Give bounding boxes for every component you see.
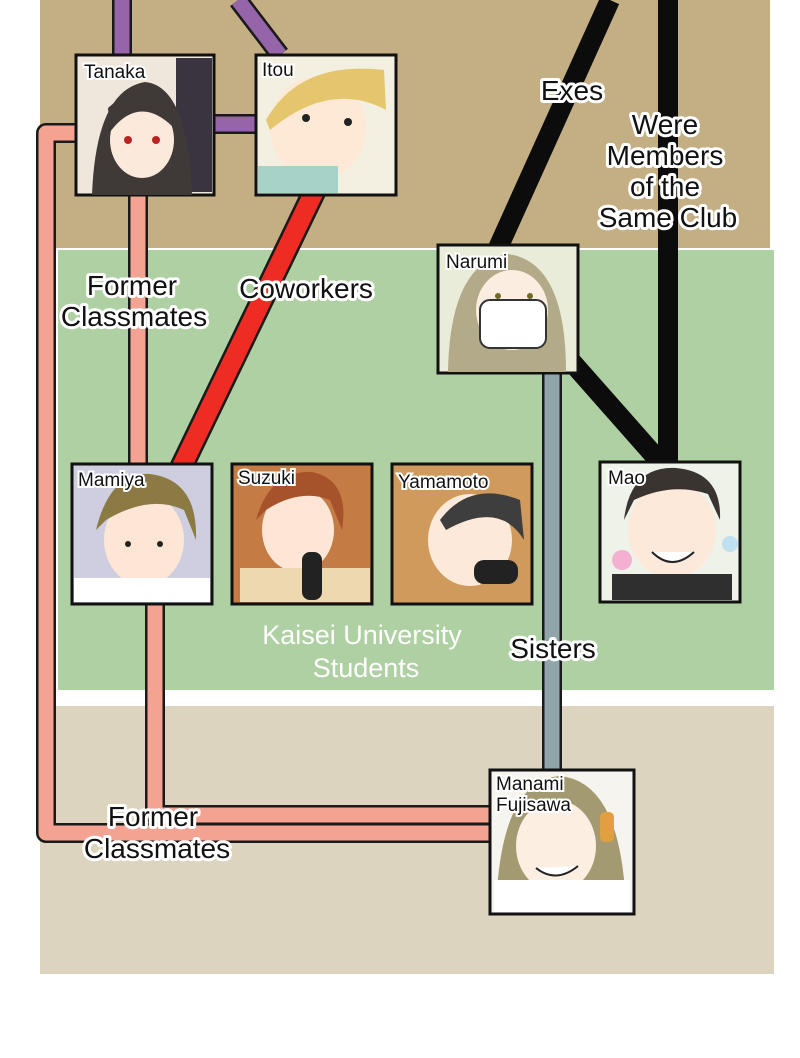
name-mamiya: Mamiya bbox=[78, 470, 145, 491]
name-suzuki: Suzuki bbox=[238, 468, 295, 489]
portrait-manami-fujisawa bbox=[488, 768, 636, 916]
name-manami-line2: Fujisawa bbox=[496, 795, 571, 816]
label-coworkers: Coworkers bbox=[239, 273, 373, 304]
coworkers-link bbox=[171, 185, 324, 475]
white-gap bbox=[40, 690, 774, 706]
portrait-tanaka bbox=[74, 53, 216, 197]
label-kaisei-2: Students bbox=[313, 653, 420, 683]
label-same-club-4: Same Club bbox=[599, 202, 738, 233]
name-mao: Mao bbox=[608, 468, 645, 489]
former-classmates-outer-link bbox=[38, 125, 492, 841]
portrait-suzuki bbox=[230, 462, 374, 606]
label-same-club-3: of the bbox=[630, 171, 700, 202]
portrait-mao bbox=[598, 460, 742, 604]
exes-link bbox=[488, 0, 620, 253]
portrait-mamiya bbox=[70, 462, 214, 606]
portrait-itou bbox=[254, 53, 398, 197]
label-former-classmates-top-2: Classmates bbox=[61, 301, 207, 332]
label-former-classmates-bottom-2: Classmates bbox=[84, 833, 230, 864]
name-yamamoto: Yamamoto bbox=[398, 472, 488, 493]
name-itou: Itou bbox=[262, 60, 294, 81]
name-narumi: Narumi bbox=[446, 252, 507, 273]
name-manami-line1: Manami bbox=[496, 774, 564, 795]
label-former-classmates-top-1: Former bbox=[87, 270, 177, 301]
label-same-club-1: Were bbox=[632, 109, 698, 140]
label-exes: Exes bbox=[541, 75, 603, 106]
label-former-classmates-bottom-1: Former bbox=[108, 801, 198, 832]
former-classmates-bottom-link bbox=[147, 604, 492, 823]
label-kaisei-1: Kaisei University bbox=[262, 620, 462, 650]
connection-lines bbox=[36, 0, 678, 843]
name-tanaka: Tanaka bbox=[84, 62, 146, 83]
purple-link-diagonal bbox=[232, 0, 286, 60]
label-sisters: Sisters bbox=[510, 633, 596, 664]
label-same-club-2: Members bbox=[607, 140, 724, 171]
portrait-yamamoto bbox=[390, 462, 534, 606]
same-club-link-diagonal bbox=[562, 353, 668, 469]
portrait-narumi bbox=[436, 243, 580, 375]
